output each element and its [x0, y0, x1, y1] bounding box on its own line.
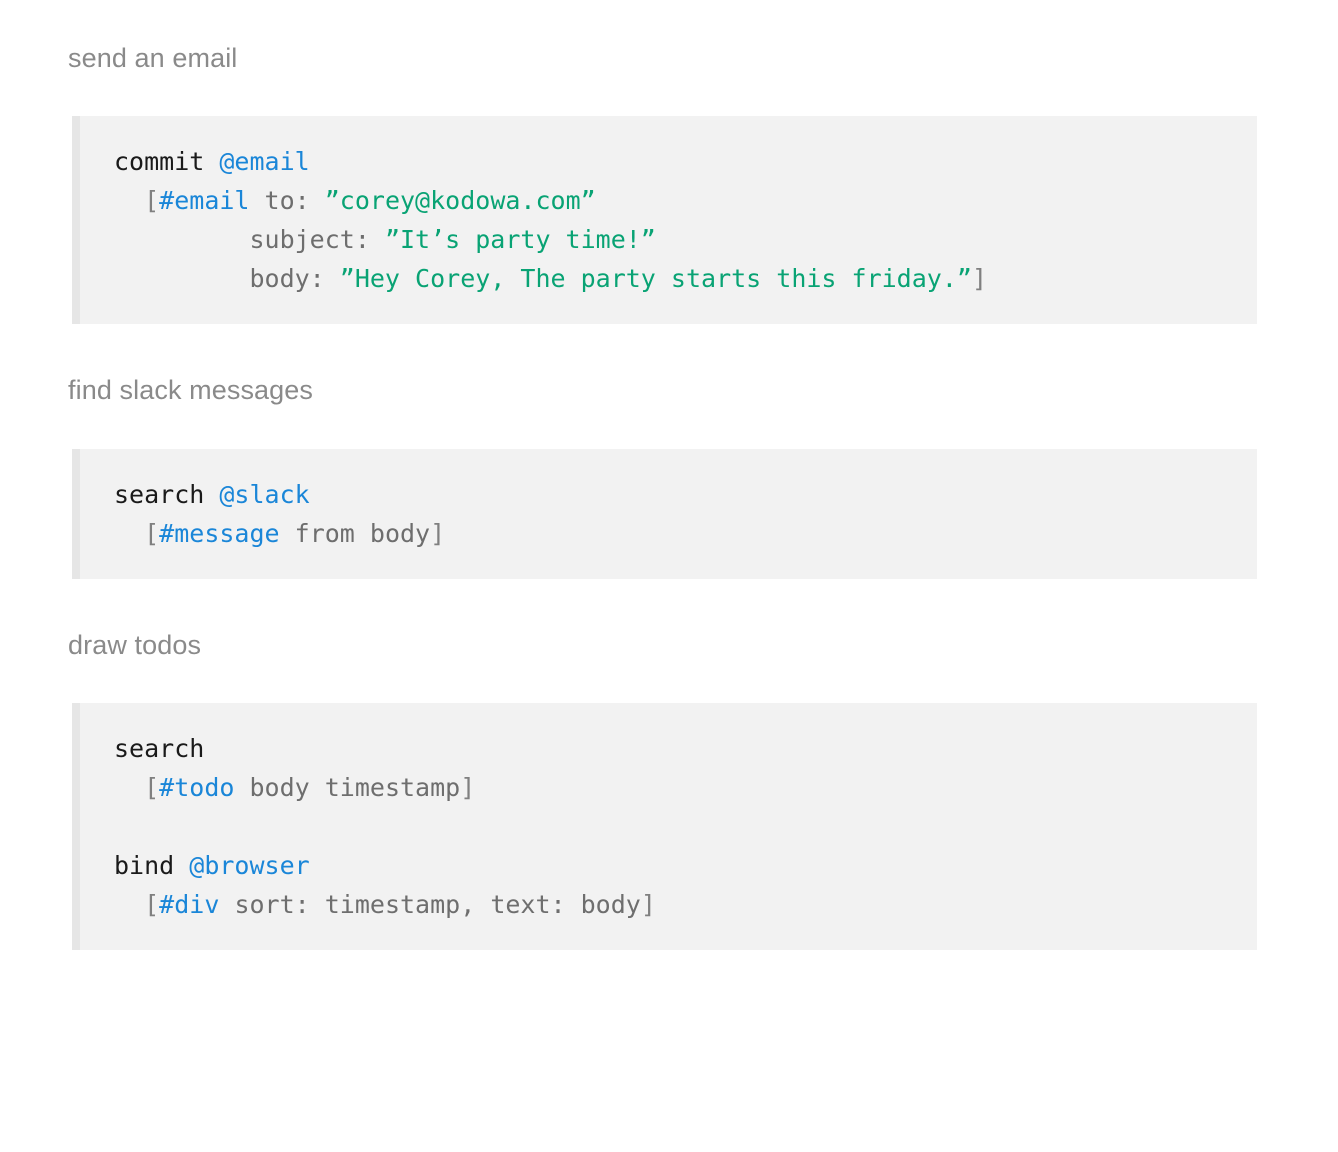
code-token-field [114, 890, 144, 919]
section-heading-send-an-email: send an email [68, 43, 238, 73]
spacer [0, 324, 1338, 374]
code-token-tag: #message [159, 518, 280, 548]
code-token-tag: @email [219, 147, 310, 177]
code-token-tag: @slack [219, 479, 310, 509]
code-token-string: ”corey@kodowa.com” [324, 186, 596, 216]
document-page: send an email commit @email [#email to: … [0, 0, 1338, 951]
code-token-punct: [ [144, 773, 160, 803]
code-token-field: from body [279, 518, 431, 548]
code-content-send-an-email: commit @email [#email to: ”corey@kodowa.… [80, 142, 1257, 298]
code-token-keyword: bind [114, 851, 190, 881]
code-token-punct: [ [144, 890, 160, 920]
code-token-field: to: [249, 186, 325, 216]
code-block-find-slack-messages: search @slack [#message from body] [72, 448, 1257, 579]
code-token-field [114, 519, 144, 548]
code-token-field: body: [114, 264, 340, 294]
code-token-tag: #div [159, 890, 220, 920]
spacer [0, 407, 1338, 449]
code-block-draw-todos: search [#todo body timestamp] bind @brow… [72, 703, 1257, 951]
code-token-punct: ] [640, 890, 656, 920]
code-token-punct: ] [460, 773, 476, 803]
section-heading-draw-todos: draw todos [68, 629, 202, 660]
code-token-field: body timestamp [234, 773, 461, 803]
code-token-tag: @browser [189, 851, 310, 881]
code-token-tag: #email [159, 186, 250, 216]
code-token-string: ”It’s party time!” [384, 225, 656, 255]
section-heading-find-slack-messages: find slack messages [68, 375, 314, 406]
code-blank-line [114, 807, 1257, 846]
spacer [0, 74, 1338, 116]
code-token-field [114, 773, 144, 802]
spacer [0, 661, 1338, 703]
code-token-punct: ] [971, 264, 987, 294]
code-block-send-an-email: commit @email [#email to: ”corey@kodowa.… [72, 116, 1257, 325]
spacer [0, 579, 1338, 629]
code-token-punct: ] [430, 518, 446, 548]
code-token-punct: [ [144, 518, 160, 548]
code-token-keyword: search [114, 734, 205, 764]
code-token-field: subject: [114, 225, 385, 255]
code-token-string: ”Hey Corey, The party starts this friday… [339, 264, 972, 294]
code-token-keyword: commit [114, 147, 220, 177]
code-token-field [114, 186, 144, 215]
code-token-tag: #todo [159, 773, 235, 803]
code-content-find-slack-messages: search @slack [#message from body] [80, 475, 1257, 553]
code-content-draw-todos: search [#todo body timestamp] bind @brow… [80, 729, 1257, 924]
top-spacer [0, 0, 1338, 42]
code-token-punct: [ [144, 186, 160, 216]
code-token-keyword: search [114, 479, 220, 509]
code-token-field: sort: timestamp, text: body [219, 890, 641, 920]
